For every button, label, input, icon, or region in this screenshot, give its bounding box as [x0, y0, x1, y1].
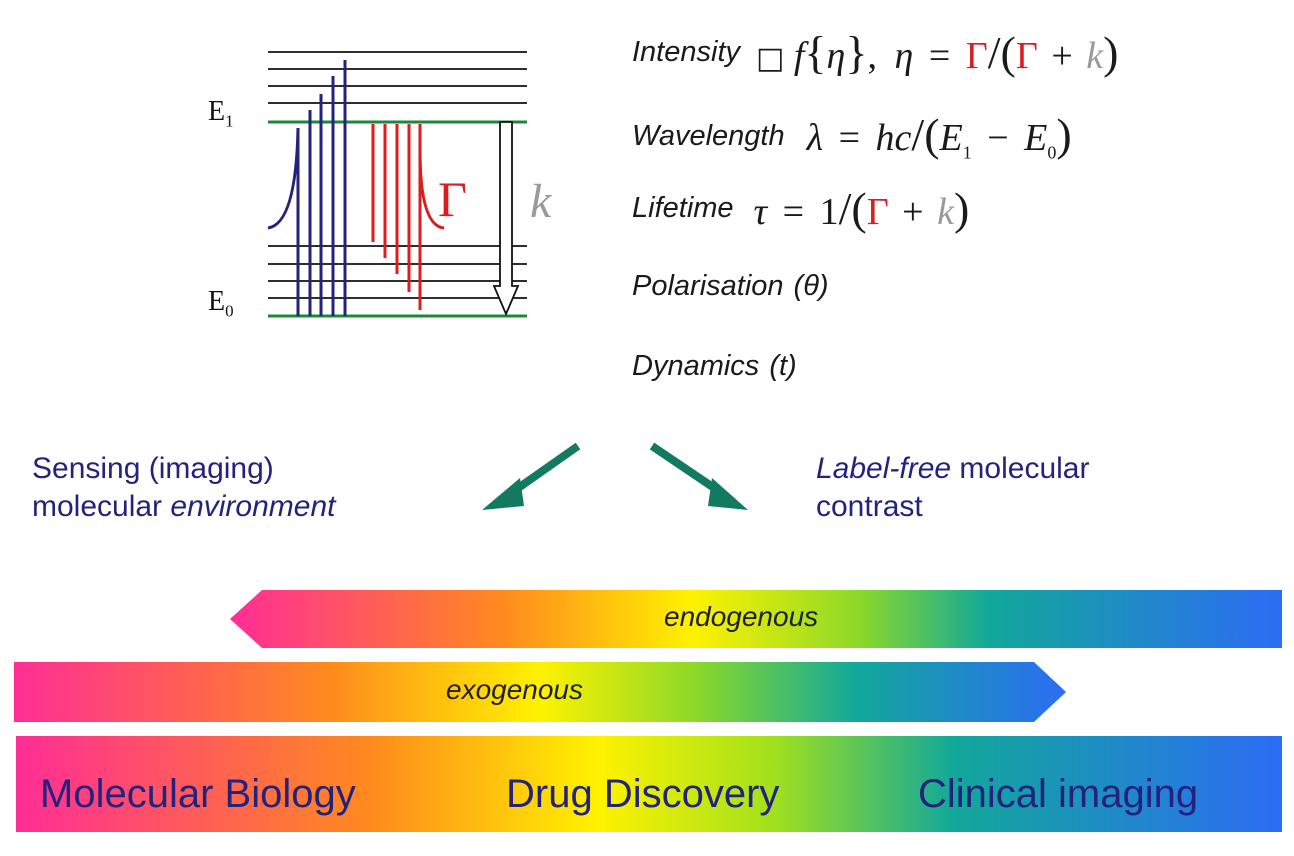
flow-arrows [482, 442, 748, 510]
left-flow-arrow [482, 442, 581, 510]
nonradiative-arrow [492, 121, 520, 317]
exogenous-label: exogenous [446, 674, 584, 705]
lower-level-label: E0 [208, 286, 234, 321]
absorption-transitions [267, 60, 347, 316]
right-flow-arrow [649, 442, 748, 510]
application-fields-band [16, 736, 1282, 832]
field-clinical-imaging: Clinical imaging [918, 772, 1199, 816]
dynamics-row: Dynamics (t) [632, 336, 797, 396]
polarisation-row: Polarisation (θ) [632, 256, 829, 316]
excited-vibrational-levels [268, 51, 527, 104]
dynamics-param: (t) [769, 349, 797, 382]
wavelength-row: Wavelength λ = hc/(E1 − E0) [632, 106, 1072, 166]
lifetime-equation: τ = 1/(Γ + k) [753, 182, 970, 234]
jablonski-diagram [267, 51, 527, 318]
exogenous-band [14, 662, 1066, 722]
polarisation-label: Polarisation [632, 269, 784, 302]
label-free-contrast-text: Label-free molecular contrast [816, 452, 1090, 523]
field-molecular-biology: Molecular Biology [40, 772, 356, 816]
wavelength-label: Wavelength [632, 119, 785, 152]
intensity-label: Intensity [632, 35, 740, 68]
field-drug-discovery: Drug Discovery [506, 772, 780, 816]
lifetime-row: Lifetime τ = 1/(Γ + k) [632, 178, 969, 238]
emission-transitions [371, 124, 445, 310]
intensity-equation: □ f{η}, η = Γ/(Γ + k) [756, 26, 1119, 78]
application-bands [14, 590, 1282, 832]
dynamics-label: Dynamics [632, 349, 760, 382]
polarisation-param: (θ) [793, 269, 829, 302]
radiative-rate-label: Γ [438, 171, 467, 227]
sensing-environment-text: Sensing (imaging) molecular environment [32, 452, 336, 523]
upper-level-label: E1 [208, 96, 234, 131]
nonradiative-rate-label: k [530, 175, 552, 228]
endogenous-band [230, 590, 1282, 648]
lifetime-label: Lifetime [632, 191, 734, 224]
endogenous-label: endogenous [664, 601, 819, 632]
wavelength-equation: λ = hc/(E1 − E0) [806, 109, 1072, 163]
intensity-row: Intensity □ f{η}, η = Γ/(Γ + k) [632, 22, 1118, 82]
